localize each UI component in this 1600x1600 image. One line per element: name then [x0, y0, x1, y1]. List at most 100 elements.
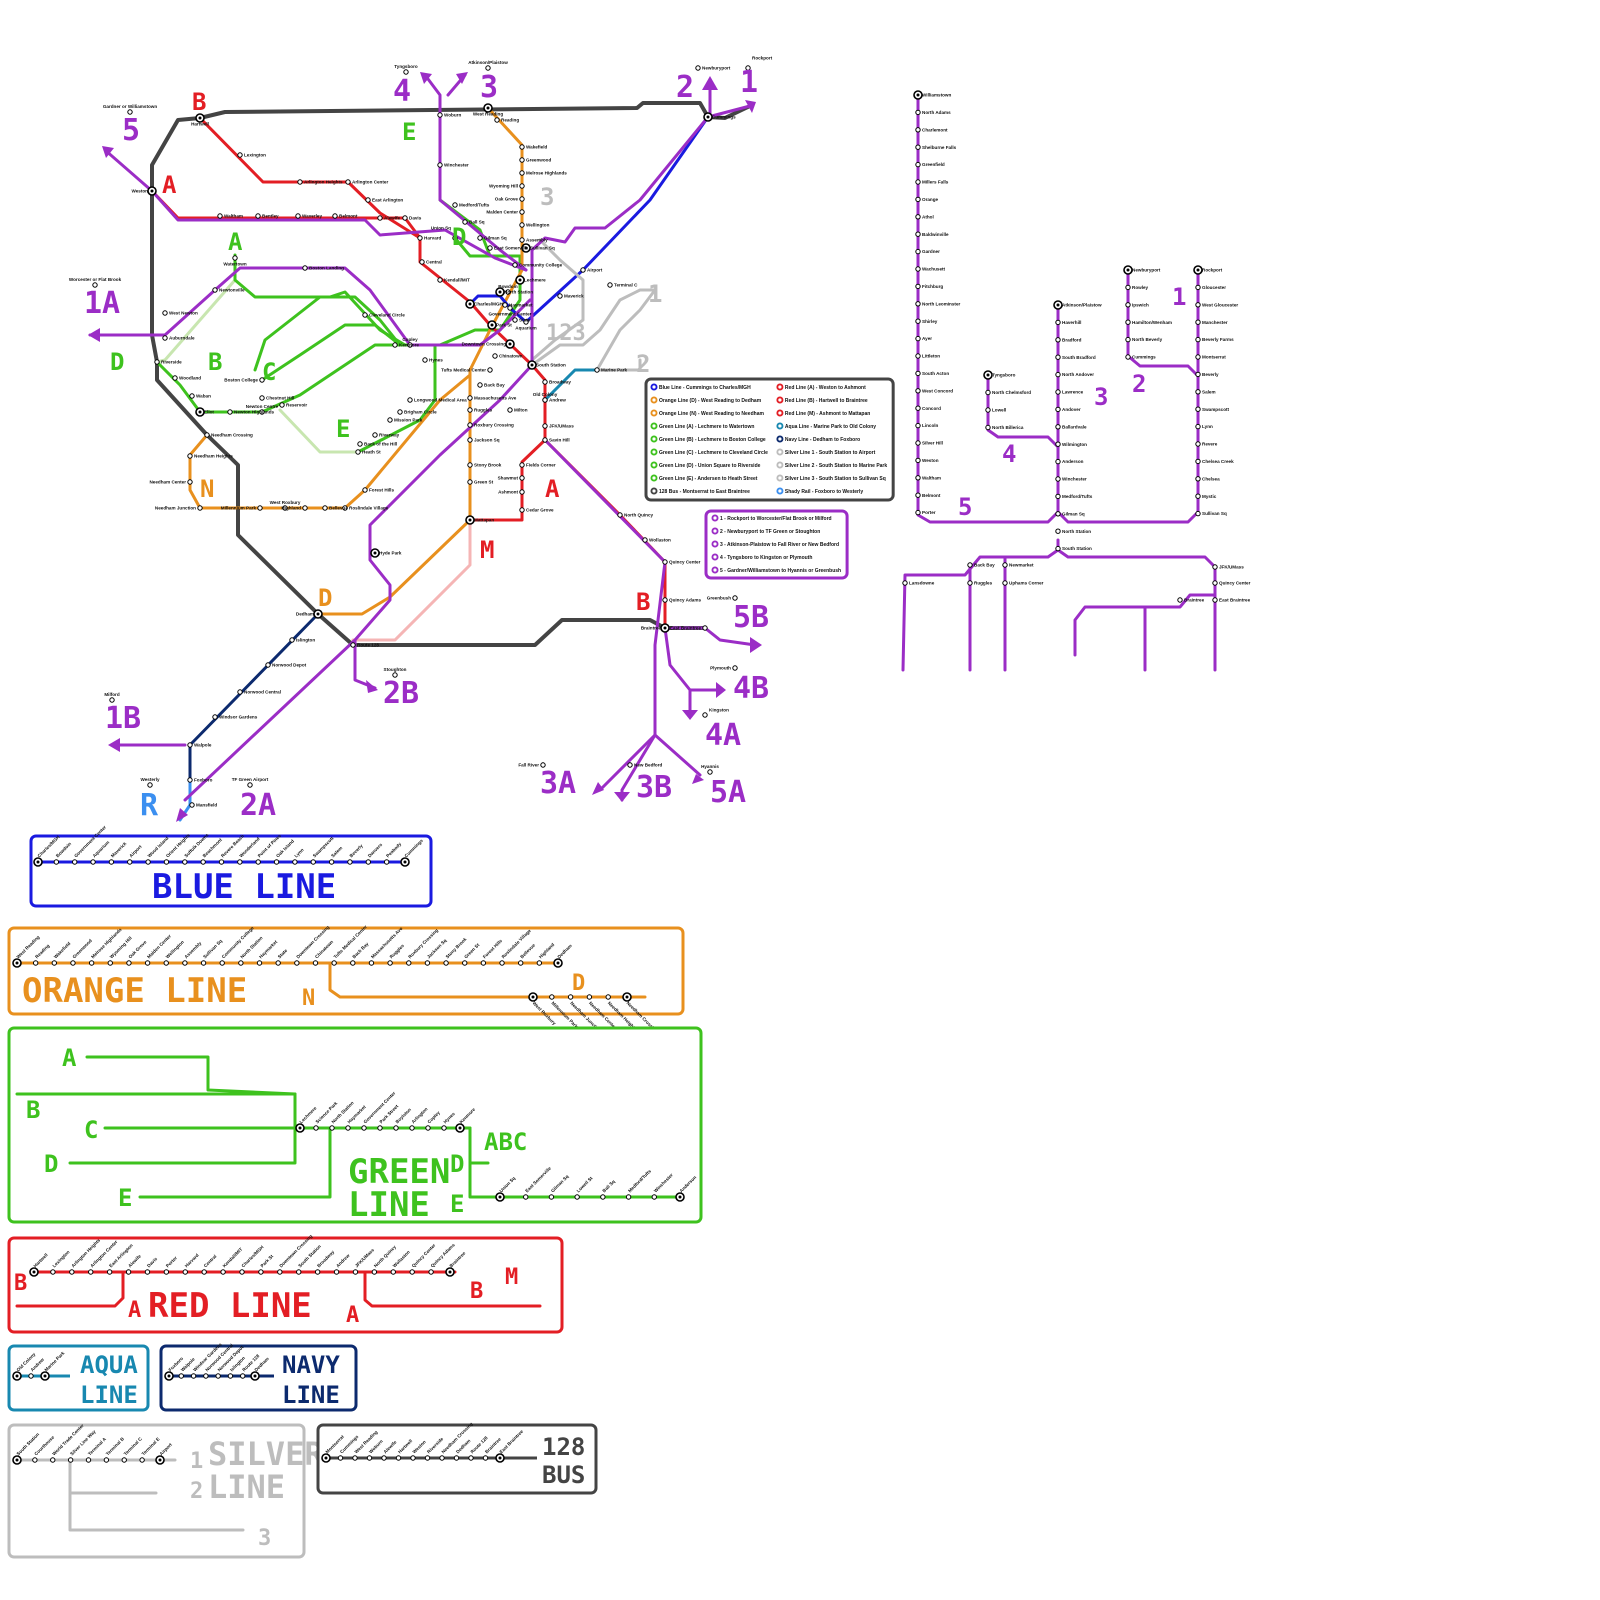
station-dot[interactable] — [492, 353, 498, 359]
blue-line[interactable] — [468, 115, 710, 324]
station-dot[interactable] — [915, 283, 921, 290]
station-dot[interactable] — [1195, 302, 1201, 308]
station-dot[interactable] — [627, 762, 633, 768]
station-dot[interactable] — [417, 235, 423, 241]
station-dot[interactable] — [90, 859, 96, 865]
station-dot[interactable] — [915, 109, 921, 116]
station-dot[interactable] — [1055, 493, 1061, 500]
commuter-rail-lines[interactable] — [88, 73, 757, 802]
station-dot[interactable] — [1195, 493, 1201, 499]
station-dot[interactable] — [189, 802, 195, 808]
station-dot[interactable] — [333, 1269, 340, 1275]
station-dot[interactable] — [732, 595, 738, 601]
station-dot[interactable] — [502, 302, 508, 308]
station-dot[interactable] — [277, 1269, 283, 1275]
station-dot[interactable] — [365, 859, 371, 865]
station-dot[interactable] — [519, 196, 525, 202]
station-dot[interactable] — [651, 1194, 657, 1200]
station-dot[interactable] — [915, 214, 921, 220]
station-dot[interactable] — [482, 1455, 489, 1461]
station-dot[interactable] — [362, 312, 368, 318]
station-dot[interactable] — [257, 505, 263, 511]
station-dot[interactable] — [505, 289, 511, 295]
station-dot[interactable] — [540, 762, 546, 768]
station-dot[interactable] — [542, 437, 548, 443]
station-dot[interactable] — [352, 1269, 359, 1275]
station-dot[interactable] — [1195, 458, 1201, 465]
station-dot[interactable] — [70, 960, 76, 966]
station-dot[interactable] — [203, 1373, 209, 1379]
station-dot[interactable] — [240, 1373, 246, 1379]
station-dot[interactable] — [361, 1125, 367, 1131]
silver-line[interactable] — [530, 288, 657, 372]
station-dot[interactable] — [258, 1269, 264, 1275]
station-dot[interactable] — [915, 422, 921, 429]
station-dot[interactable] — [352, 1455, 358, 1461]
station-dot[interactable] — [548, 1194, 555, 1200]
station-dot[interactable] — [439, 1455, 445, 1461]
station-dot[interactable] — [542, 379, 548, 385]
station-dot[interactable] — [139, 1457, 145, 1463]
station-dot[interactable] — [662, 559, 668, 565]
station-dot[interactable] — [617, 512, 623, 518]
station-dot[interactable] — [314, 1269, 321, 1275]
station-dot[interactable] — [419, 259, 425, 265]
station-dot[interactable] — [467, 479, 473, 485]
station-dot[interactable] — [259, 377, 265, 383]
station-dot[interactable] — [265, 662, 271, 668]
station-dot[interactable] — [144, 960, 151, 966]
station-dot[interactable] — [383, 859, 390, 865]
station-dot[interactable] — [182, 1269, 188, 1275]
station-dot[interactable] — [1177, 597, 1183, 603]
green-line-b[interactable] — [253, 295, 402, 372]
station-dot[interactable] — [182, 960, 188, 966]
station-dot[interactable] — [1055, 319, 1061, 326]
station-dot[interactable] — [187, 453, 193, 459]
station-dot[interactable] — [443, 960, 449, 966]
station-dot[interactable] — [915, 457, 921, 464]
station-dot[interactable] — [187, 742, 193, 748]
station-dot[interactable] — [107, 960, 113, 966]
station-dot[interactable] — [695, 65, 701, 71]
station-dot[interactable] — [507, 305, 513, 311]
station-dot[interactable] — [1125, 319, 1131, 325]
station-dot[interactable] — [127, 109, 133, 115]
station-dot[interactable] — [218, 859, 225, 865]
station-dot[interactable] — [512, 317, 518, 323]
station-dot[interactable] — [377, 215, 383, 221]
station-dot[interactable] — [494, 117, 500, 123]
station-dot[interactable] — [32, 1457, 38, 1463]
station-dot[interactable] — [915, 231, 921, 237]
station-dot[interactable] — [485, 65, 491, 71]
station-dot[interactable] — [72, 859, 78, 865]
station-dot[interactable] — [313, 1125, 319, 1131]
station-dot[interactable] — [542, 423, 548, 429]
station-dot[interactable] — [220, 1269, 226, 1275]
station-dot[interactable] — [297, 179, 303, 185]
station-dot[interactable] — [1195, 371, 1201, 378]
station-dot[interactable] — [126, 960, 132, 966]
station-dot[interactable] — [915, 388, 921, 394]
station-dot[interactable] — [410, 1455, 416, 1461]
station-dot[interactable] — [462, 219, 468, 225]
station-dot[interactable] — [1195, 406, 1201, 412]
station-dot[interactable] — [28, 1373, 34, 1379]
station-dot[interactable] — [985, 389, 991, 396]
station-dot[interactable] — [163, 859, 170, 865]
station-dot[interactable] — [519, 170, 525, 176]
station-dot[interactable] — [232, 255, 238, 261]
station-dot[interactable] — [372, 432, 378, 438]
station-dot[interactable] — [302, 505, 308, 511]
station-dot[interactable] — [437, 162, 443, 168]
green-line-c[interactable] — [260, 323, 402, 382]
station-dot[interactable] — [395, 1455, 402, 1461]
station-dot[interactable] — [594, 367, 600, 373]
station-dot[interactable] — [127, 859, 133, 865]
station-dot[interactable] — [1195, 336, 1201, 343]
station-dot[interactable] — [1125, 336, 1131, 343]
station-dot[interactable] — [190, 1373, 197, 1379]
station-dot[interactable] — [88, 1269, 94, 1275]
station-dot[interactable] — [392, 672, 398, 678]
station-dot[interactable] — [328, 859, 335, 865]
station-dot[interactable] — [915, 440, 921, 446]
